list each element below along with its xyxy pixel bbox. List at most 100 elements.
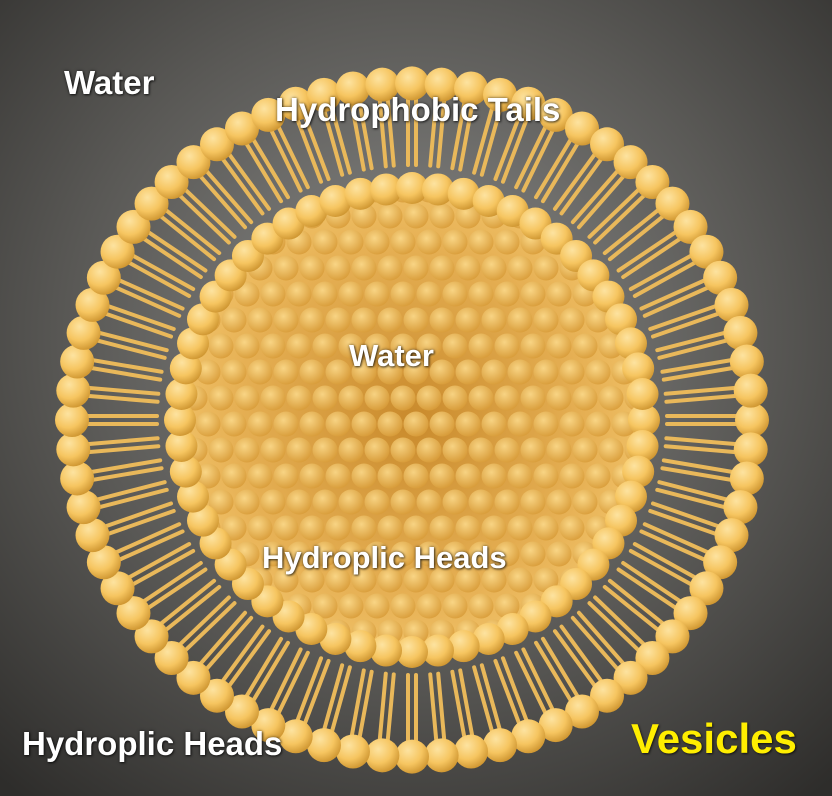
- inner-head: [300, 256, 325, 281]
- vesicles-title: Vesicles: [631, 718, 797, 760]
- inner-head: [326, 256, 351, 281]
- inner-head: [534, 412, 559, 437]
- inner-head: [313, 490, 338, 515]
- hydrophilic-heads-inner-label: Hydroplic Heads: [262, 542, 507, 573]
- lipid-head: [735, 403, 769, 437]
- inner-head: [222, 412, 247, 437]
- inner-head: [456, 256, 481, 281]
- inner-head: [469, 386, 494, 411]
- inner-head: [300, 412, 325, 437]
- inner-head: [339, 282, 364, 307]
- lipid-head: [60, 461, 94, 495]
- inner-head: [417, 282, 442, 307]
- inner-head: [235, 490, 260, 515]
- inner-head: [326, 464, 351, 489]
- inner-head: [287, 438, 312, 463]
- inner-head: [430, 308, 455, 333]
- inner-head: [248, 308, 273, 333]
- inner-head: [586, 360, 611, 385]
- inner-head: [339, 594, 364, 619]
- inner-head: [547, 334, 572, 359]
- inner-head: [495, 282, 520, 307]
- inner-head: [430, 464, 455, 489]
- inner-head: [261, 334, 286, 359]
- inner-head: [495, 490, 520, 515]
- inner-head: [443, 230, 468, 255]
- inner-head: [404, 464, 429, 489]
- inner-head: [495, 386, 520, 411]
- inner-head: [274, 360, 299, 385]
- inner-head: [313, 438, 338, 463]
- inner-head: [352, 516, 377, 541]
- inner-head: [508, 256, 533, 281]
- inner-head: [209, 386, 234, 411]
- inner-head: [274, 256, 299, 281]
- inner-head: [274, 516, 299, 541]
- inner-head: [339, 230, 364, 255]
- inner-head: [469, 594, 494, 619]
- inner-head: [378, 204, 403, 229]
- lipid-head: [723, 316, 757, 350]
- lipid-head: [425, 738, 459, 772]
- inner-head: [547, 438, 572, 463]
- rim-head: [627, 378, 659, 410]
- inner-head: [391, 282, 416, 307]
- inner-head: [547, 490, 572, 515]
- inner-head: [534, 464, 559, 489]
- inner-head: [209, 438, 234, 463]
- inner-head: [404, 412, 429, 437]
- inner-head: [469, 334, 494, 359]
- inner-head: [417, 490, 442, 515]
- inner-head: [469, 282, 494, 307]
- inner-head: [313, 282, 338, 307]
- inner-head: [534, 308, 559, 333]
- inner-head: [482, 412, 507, 437]
- hydrophobic-tails-label: Hydrophobic Tails: [275, 93, 560, 126]
- inner-head: [404, 516, 429, 541]
- inner-head: [547, 282, 572, 307]
- inner-head: [573, 386, 598, 411]
- inner-head: [469, 490, 494, 515]
- inner-head: [248, 412, 273, 437]
- inner-head: [521, 334, 546, 359]
- inner-head: [417, 594, 442, 619]
- inner-head: [482, 516, 507, 541]
- lipid-head: [365, 738, 399, 772]
- inner-head: [300, 464, 325, 489]
- inner-head: [352, 412, 377, 437]
- water-outer-label: Water: [64, 66, 154, 99]
- inner-head: [300, 360, 325, 385]
- inner-head: [378, 256, 403, 281]
- water-inner-label: Water: [349, 340, 434, 371]
- inner-head: [365, 438, 390, 463]
- inner-head: [443, 334, 468, 359]
- inner-head: [365, 594, 390, 619]
- inner-head: [326, 308, 351, 333]
- inner-head: [521, 490, 546, 515]
- inner-head: [508, 308, 533, 333]
- inner-head: [339, 386, 364, 411]
- inner-head: [404, 308, 429, 333]
- inner-head: [560, 360, 585, 385]
- inner-head: [326, 360, 351, 385]
- inner-head: [378, 516, 403, 541]
- inner-head: [547, 386, 572, 411]
- inner-head: [274, 464, 299, 489]
- inner-head: [391, 594, 416, 619]
- lipid-head: [730, 345, 764, 379]
- inner-head: [339, 438, 364, 463]
- inner-head: [391, 490, 416, 515]
- inner-head: [235, 438, 260, 463]
- inner-head: [573, 490, 598, 515]
- inner-head: [365, 230, 390, 255]
- inner-head: [508, 568, 533, 593]
- inner-head: [261, 490, 286, 515]
- inner-head: [456, 464, 481, 489]
- inner-head: [209, 334, 234, 359]
- lipid-head: [730, 461, 764, 495]
- inner-head: [560, 412, 585, 437]
- lipid-head: [67, 490, 101, 524]
- lipid-head: [454, 734, 488, 768]
- inner-head: [300, 308, 325, 333]
